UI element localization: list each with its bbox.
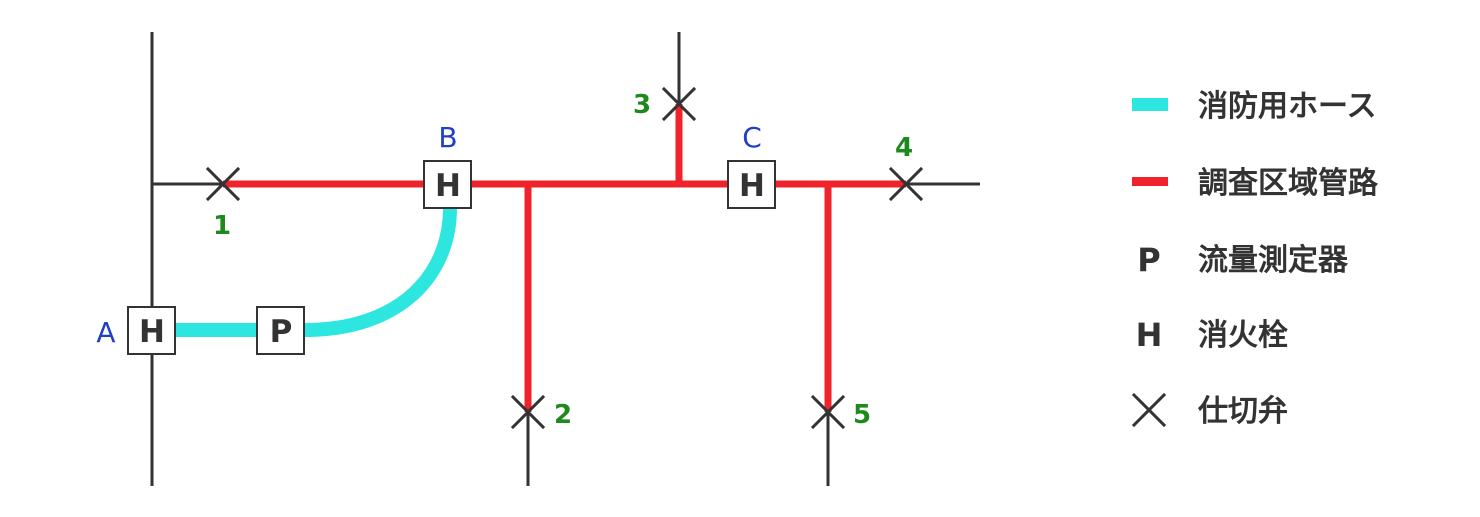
valve-label-3: 3 xyxy=(633,90,651,120)
point-labels: A B C xyxy=(96,121,761,349)
valve-numbers: 1 2 3 4 5 xyxy=(213,90,913,430)
legend-item-hydrant: H 消火栓 xyxy=(1136,316,1288,354)
point-label-a: A xyxy=(96,316,115,349)
hydrant-a-symbol: H xyxy=(139,314,165,350)
legend-label-survey-pipe: 調査区域管路 xyxy=(1198,166,1379,201)
legend-item-valve: 仕切弁 xyxy=(1131,392,1288,429)
legend-item-survey-pipe: 調査区域管路 xyxy=(1132,166,1379,201)
valve-label-1: 1 xyxy=(213,211,231,241)
gate-valves xyxy=(205,86,924,430)
legend-label-flow-meter: 流量測定器 xyxy=(1198,243,1349,278)
hydrant-c-symbol: H xyxy=(739,168,765,204)
hose-line-icon xyxy=(1132,98,1168,111)
hydrant-a: H xyxy=(127,306,176,355)
valve-x-icon xyxy=(810,394,846,430)
fire-hose xyxy=(176,207,457,337)
valve-x-icon xyxy=(1131,392,1167,428)
legend: 消防用ホース 調査区域管路 P 流量測定器 H 消火栓 仕切弁 xyxy=(1131,89,1379,429)
survey-pipes xyxy=(223,104,906,412)
legend-label-hydrant: 消火栓 xyxy=(1198,318,1288,353)
outer-pipes xyxy=(150,32,980,486)
legend-label-valve: 仕切弁 xyxy=(1197,394,1288,429)
valve-x-icon xyxy=(888,166,924,202)
valve-label-5: 5 xyxy=(853,400,871,430)
hydrant-c: H xyxy=(727,160,776,209)
legend-item-flow-meter: P 流量測定器 xyxy=(1137,241,1349,279)
hydrant-b: H xyxy=(423,160,472,209)
valve-x-icon xyxy=(510,394,546,430)
valve-x-icon xyxy=(205,166,241,202)
hydrant-b-symbol: H xyxy=(435,168,461,204)
point-label-c: C xyxy=(742,121,762,154)
valve-x-icon xyxy=(661,86,697,122)
legend-symbol-p: P xyxy=(1137,241,1160,279)
valve-label-2: 2 xyxy=(554,400,572,430)
legend-symbol-h: H xyxy=(1136,316,1163,354)
legend-item-hose: 消防用ホース xyxy=(1132,89,1377,124)
survey-pipe-line-icon xyxy=(1132,177,1168,186)
point-label-b: B xyxy=(438,121,457,154)
legend-label-hose: 消防用ホース xyxy=(1198,89,1377,124)
valve-label-4: 4 xyxy=(895,133,913,163)
flow-meter: P xyxy=(256,306,305,355)
flow-meter-symbol: P xyxy=(270,314,293,350)
